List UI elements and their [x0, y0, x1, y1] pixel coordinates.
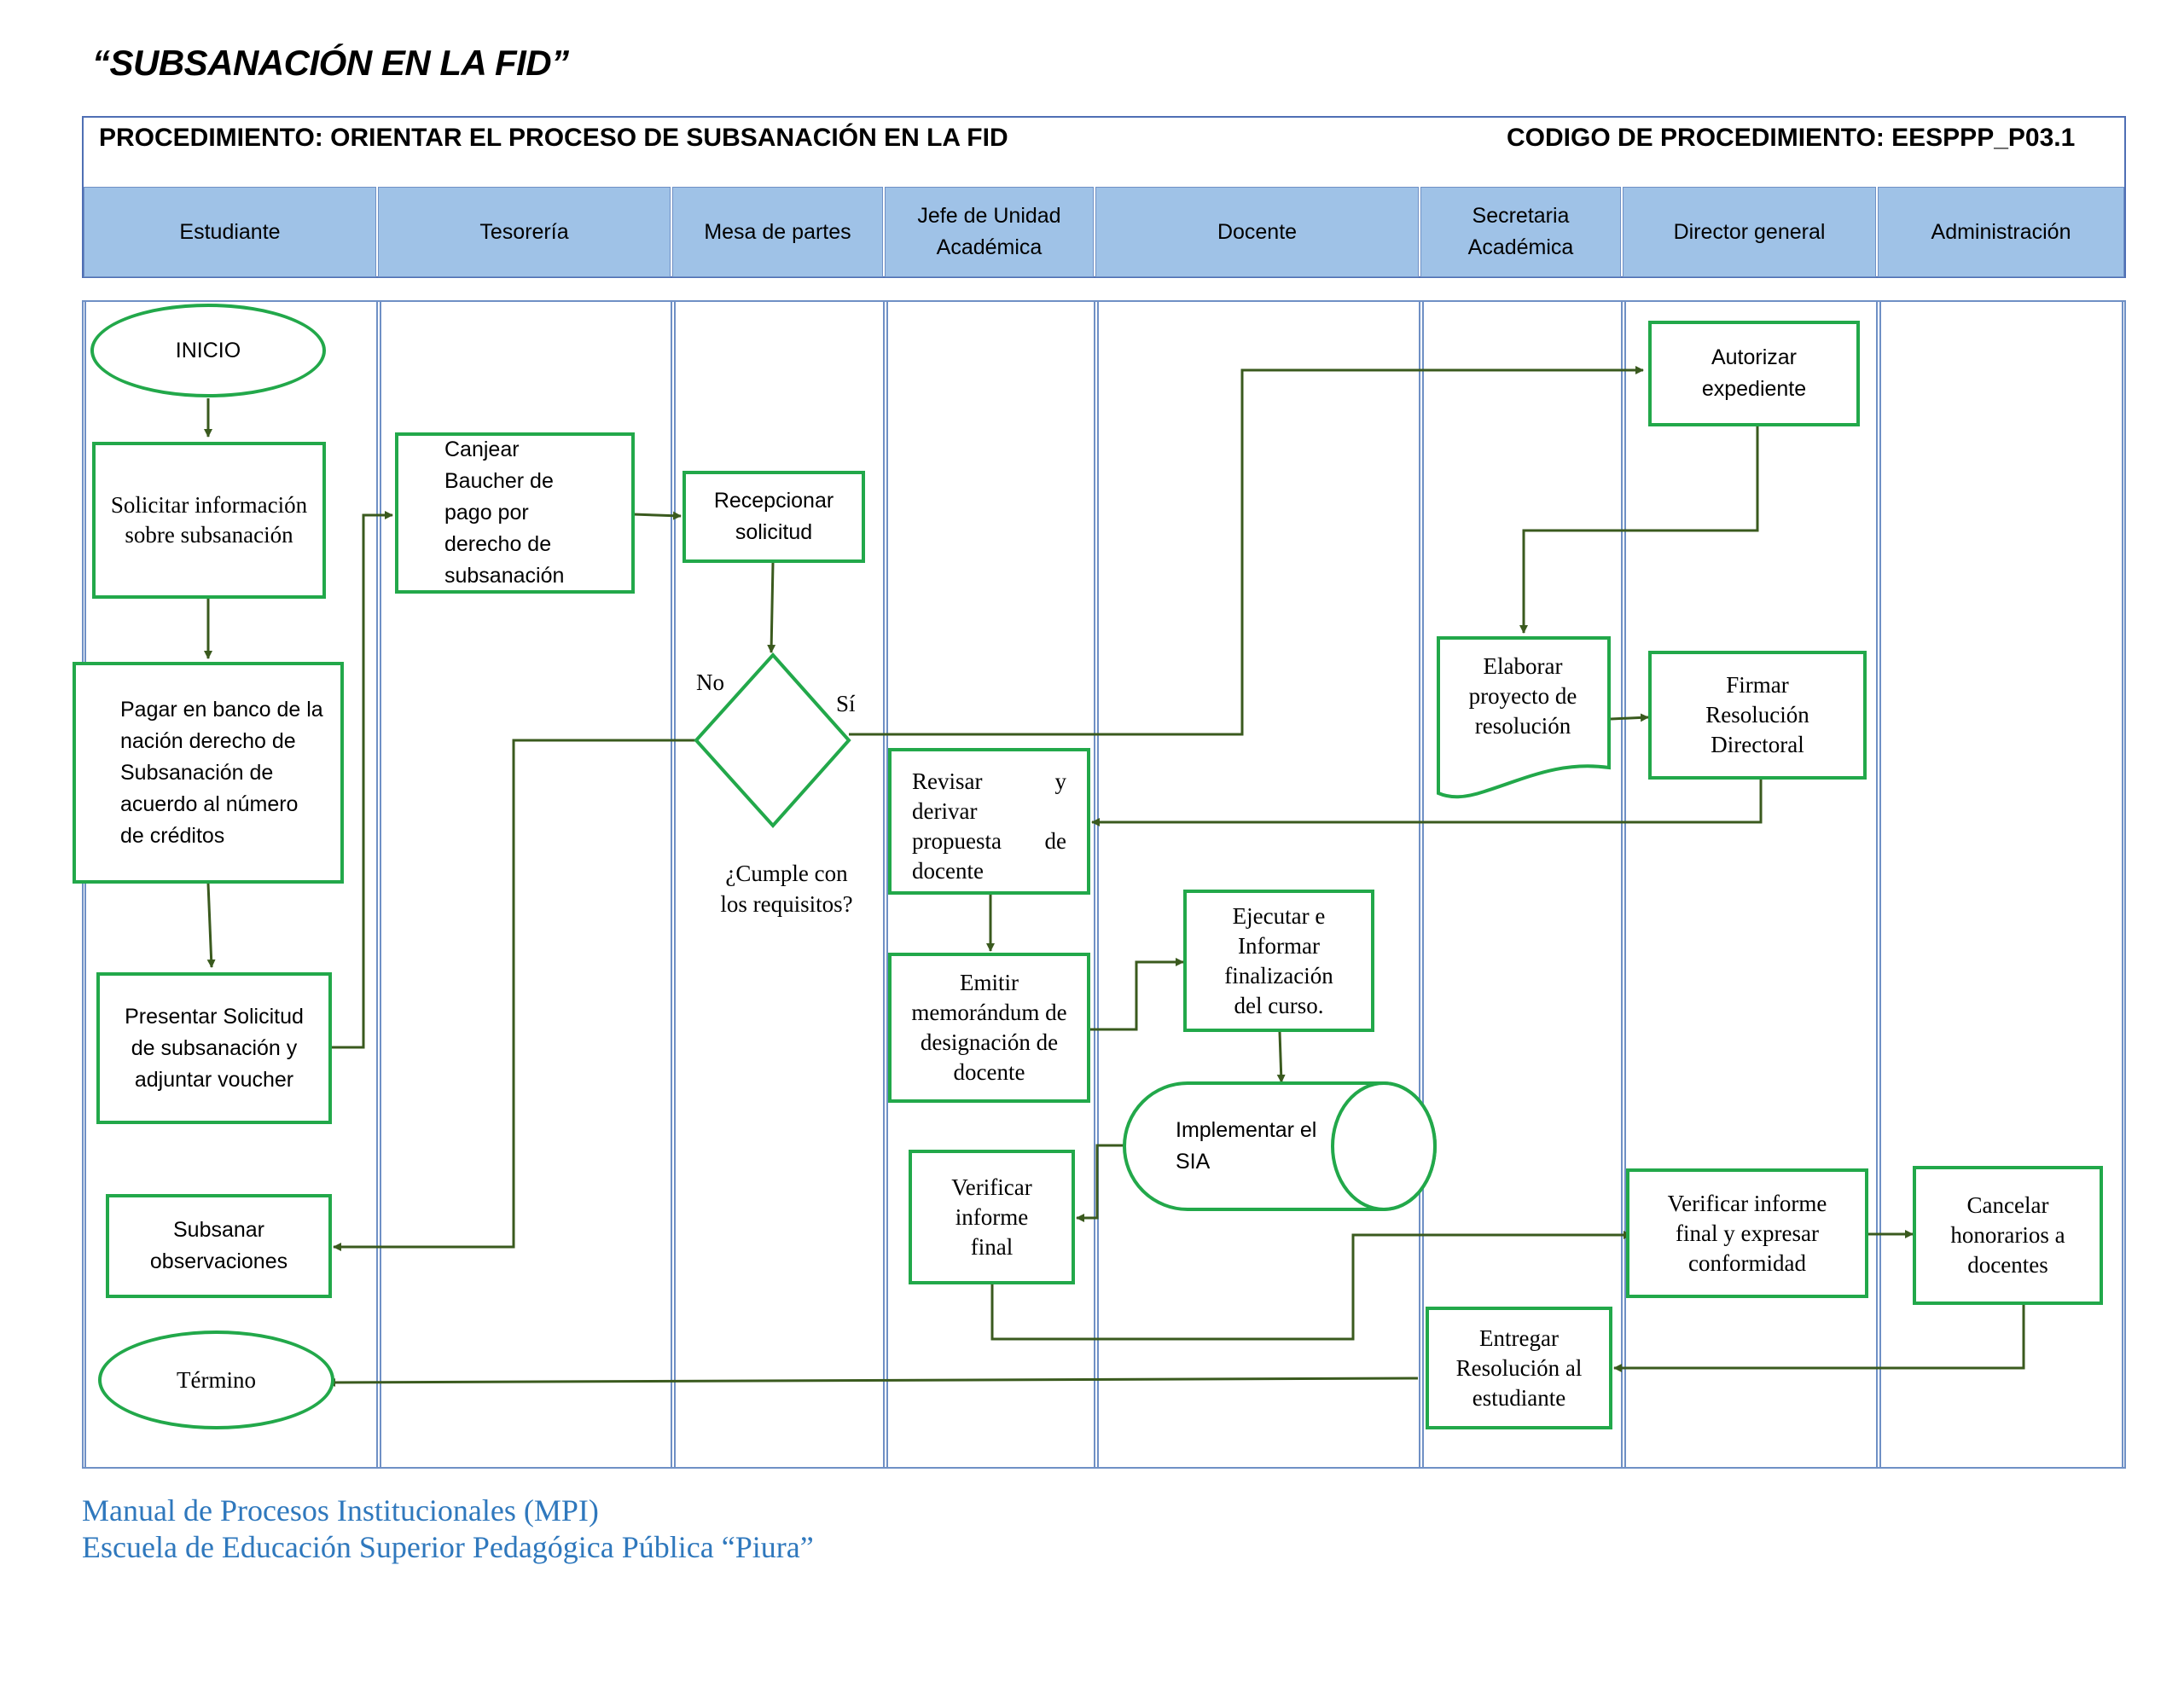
lane-header-estudiante: Estudiante — [84, 187, 376, 277]
lane-header-director: Director general — [1623, 187, 1876, 277]
decision-diamond — [694, 652, 851, 828]
arrow-decision-si-autorizar — [849, 366, 1644, 736]
arrow-recepcionar-decision — [767, 562, 776, 653]
arrow-entregar-termino — [327, 1377, 1419, 1387]
arrow-decision-no-subsanar — [333, 739, 695, 1251]
lane-header-mesa-de-partes: Mesa de partes — [672, 187, 883, 277]
task-canjear-baucher: Canjear Baucher de pago por derecho de s… — [395, 432, 635, 594]
task-verificar-conformidad: Verificar informe final y expresar confo… — [1626, 1168, 1868, 1298]
end-node: Término — [98, 1330, 334, 1429]
document-title: “SUBSANACIÓN EN LA FID” — [92, 43, 569, 83]
footer-manual-title: Manual de Procesos Institucionales (MPI) — [82, 1493, 599, 1528]
arrow-emitir-ejecutar — [1090, 958, 1184, 1031]
cylinder-shape-implementar — [1123, 1081, 1437, 1211]
decision-question: ¿Cumple con los requisitos? — [720, 861, 853, 917]
task-solicitar-informacion: Solicitar información sobre subsanación — [92, 442, 326, 599]
task-elaborar-proyecto: Elaborar proyecto de resolución — [1468, 652, 1577, 739]
task-autorizar-expediente: Autorizar expediente — [1648, 321, 1860, 426]
arrow-implementar-verificar — [1076, 1144, 1124, 1222]
decision-no-label: No — [696, 670, 724, 695]
arrow-autorizar-elaborar — [1519, 426, 1759, 634]
footer-institution: Escuela de Educación Superior Pedagógica… — [82, 1530, 814, 1564]
arrow-cancelar-entregar — [1613, 1305, 2025, 1372]
lane-header-jefe-unidad: Jefe de Unidad Académica — [885, 187, 1094, 277]
document-shape-elaborar — [1437, 636, 1611, 799]
lane-header-administracion: Administración — [1878, 187, 2124, 277]
task-pagar-banco: Pagar en banco de la nación derecho de S… — [73, 662, 344, 884]
task-firmar-resolucion: Firmar Resolución Directoral — [1648, 651, 1867, 780]
task-implementar-sia: Implementar el SIA — [1176, 1118, 1317, 1174]
procedure-name: PROCEDIMIENTO: ORIENTAR EL PROCESO DE SU… — [99, 124, 1008, 152]
procedure-header — [82, 116, 2126, 278]
start-node: INICIO — [90, 304, 326, 397]
lane-dividers — [84, 302, 2123, 1467]
arrow-presentar-canjear — [332, 511, 393, 1049]
arrow-verificar-conformidad — [990, 1231, 1632, 1341]
procedure-code: CODIGO DE PROCEDIMIENTO: EESPPP_P03.1 — [1507, 124, 2076, 152]
task-presentar-solicitud: Presentar Solicitud de subsanación y adj… — [96, 972, 332, 1124]
task-revisar-derivar: Revisar y derivar propuesta de docente — [888, 748, 1090, 895]
lane-header-docente: Docente — [1095, 187, 1419, 277]
task-entregar-resolucion: Entregar Resolución al estudiante — [1426, 1307, 1612, 1429]
task-subsanar-observaciones: Subsanar observaciones — [106, 1194, 332, 1298]
arrow-canjear-recepcionar — [632, 511, 682, 520]
lane-header-tesoreria: Tesorería — [378, 187, 671, 277]
arrow-elaborar-firmar — [1610, 713, 1649, 722]
task-verificar-informe-final: Verificar informe final — [909, 1150, 1075, 1284]
task-emitir-memorandum: Emitir memorándum de designación de doce… — [888, 953, 1090, 1103]
task-recepcionar-solicitud: Recepcionar solicitud — [682, 471, 865, 563]
arrow-firmar-revisar — [1091, 780, 1763, 826]
lane-header-secretaria: Secretaria Académica — [1420, 187, 1621, 277]
arrows — [204, 366, 2025, 1387]
task-cancelar-honorarios: Cancelar honorarios a docentes — [1913, 1166, 2103, 1305]
swimlane-area — [82, 300, 2126, 1469]
arrow-ejecutar-implementar — [1276, 1031, 1286, 1083]
arrow-pagar-presentar — [206, 883, 216, 968]
decision-yes-label: Sí — [836, 691, 856, 716]
task-ejecutar-informar: Ejecutar e Informar finalización del cur… — [1183, 890, 1374, 1032]
